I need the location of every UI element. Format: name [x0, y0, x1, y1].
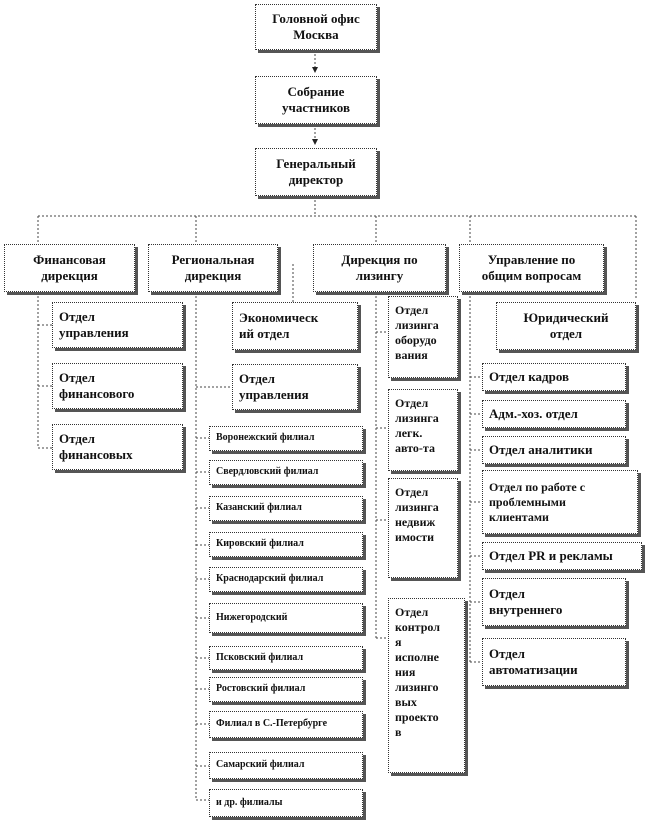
fin-dept-2: Отдел финансового — [52, 363, 183, 409]
fin-dept-3: Отдел финансовых — [52, 424, 183, 470]
leasing-dept-realty: Отдел лизинга недвиж имости — [388, 478, 458, 578]
branch-rostov: Ростовский филиал — [209, 677, 363, 702]
fin-dept-1: Отдел управления — [52, 302, 183, 348]
financial-directorate-box: Финансовая дирекция — [4, 244, 135, 292]
branch-nizhny-novgorod: Нижегородский — [209, 603, 363, 633]
head-office-box: Головной офис Москва — [255, 4, 377, 50]
ga-dept-problem-clients: Отдел по работе с проблемными клиентами — [482, 470, 638, 534]
ga-dept-hr: Отдел кадров — [482, 363, 626, 391]
ga-dept-legal: Юридический отдел — [496, 302, 636, 350]
ga-dept-admin: Адм.-хоз. отдел — [482, 400, 626, 428]
branch-kazan: Казанский филиал — [209, 496, 363, 521]
general-director-box: Генеральный директор — [255, 148, 377, 196]
branch-sverdlovsk: Свердловский филиал — [209, 460, 363, 485]
branch-kirov: Кировский филиал — [209, 532, 363, 557]
branch-others: и др. филиалы — [209, 789, 363, 817]
branch-st-petersburg: Филиал в С.-Петербурге — [209, 711, 363, 738]
assembly-box: Собрание участников — [255, 76, 377, 124]
branch-pskov: Псковский филиал — [209, 646, 363, 670]
general-affairs-box: Управление по общим вопросам — [459, 244, 604, 292]
ga-dept-automation: Отдел автоматизации — [482, 638, 626, 686]
ga-dept-pr: Отдел PR и рекламы — [482, 542, 642, 570]
branch-voronezh: Воронежский филиал — [209, 426, 363, 451]
leasing-directorate-box: Дирекция по лизингу — [313, 244, 446, 292]
ga-dept-internal: Отдел внутреннего — [482, 578, 626, 626]
reg-dept-management: Отдел управления — [232, 364, 358, 410]
branch-krasnodar: Краснодарский филиал — [209, 567, 363, 592]
leasing-dept-control: Отдел контрол я исполне ния лизинго вых … — [388, 598, 465, 773]
reg-dept-economic: Экономическ ий отдел — [232, 302, 358, 350]
leasing-dept-cars: Отдел лизинга легк. авто-та — [388, 389, 458, 471]
ga-dept-analytics: Отдел аналитики — [482, 436, 626, 464]
branch-samara: Самарский филиал — [209, 752, 363, 779]
leasing-dept-equipment: Отдел лизинга оборудо вания — [388, 296, 458, 378]
regional-directorate-box: Региональная дирекция — [148, 244, 278, 292]
